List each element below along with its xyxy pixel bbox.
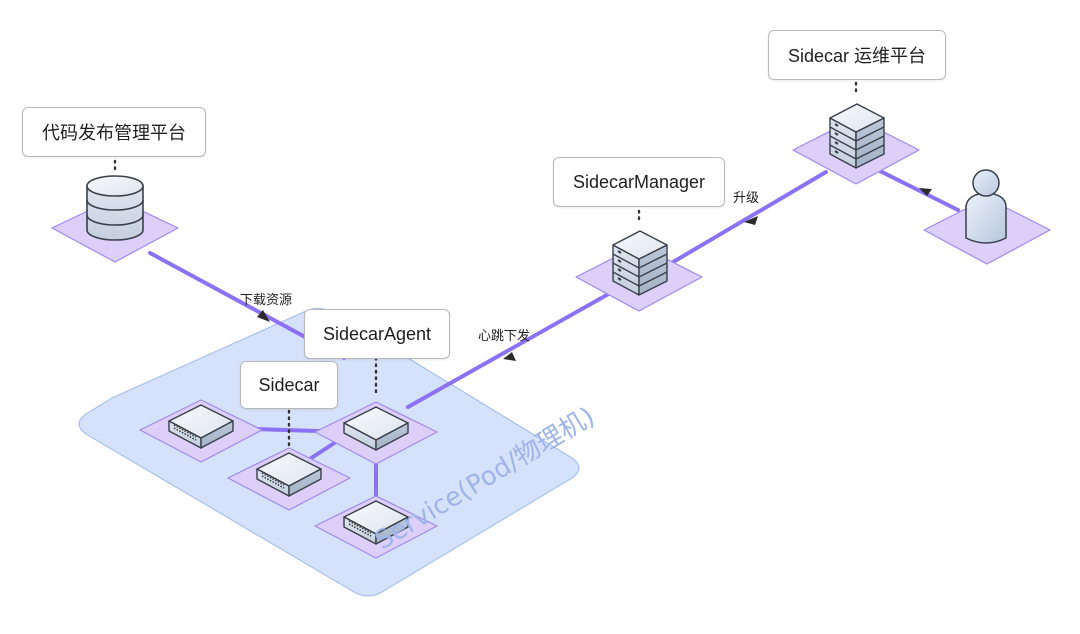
arrow-download-icon: [257, 310, 270, 322]
arrow-upgrade-icon: [744, 216, 758, 225]
link-user-to-ops: [872, 166, 960, 212]
switch-icon: [343, 500, 409, 545]
edge-label-download: 下载资源: [240, 293, 293, 308]
arrow-heartbeat-icon: [503, 352, 516, 361]
label-code-release-platform: 代码发布管理平台: [22, 107, 206, 157]
edge-label-upgrade: 升级: [733, 191, 760, 206]
switch-icon: [168, 404, 234, 449]
label-sidecar: Sidecar: [240, 361, 338, 409]
server-rack-icon: [829, 103, 885, 169]
label-sidecar-agent: SidecarAgent: [304, 309, 450, 359]
switch-icon: [343, 406, 409, 451]
arrow-user-icon: [919, 188, 932, 196]
switch-icon: [256, 452, 322, 497]
server-rack-icon: [612, 230, 668, 296]
user-icon: [965, 169, 1007, 244]
database-icon: [86, 175, 144, 241]
label-sidecar-manager: SidecarManager: [553, 157, 725, 207]
link-manager-to-ops: [666, 170, 828, 267]
label-ops-platform: Sidecar 运维平台: [768, 30, 946, 80]
edge-label-heartbeat: 心跳下发: [478, 329, 531, 344]
link-agent-to-manager: [406, 290, 614, 409]
